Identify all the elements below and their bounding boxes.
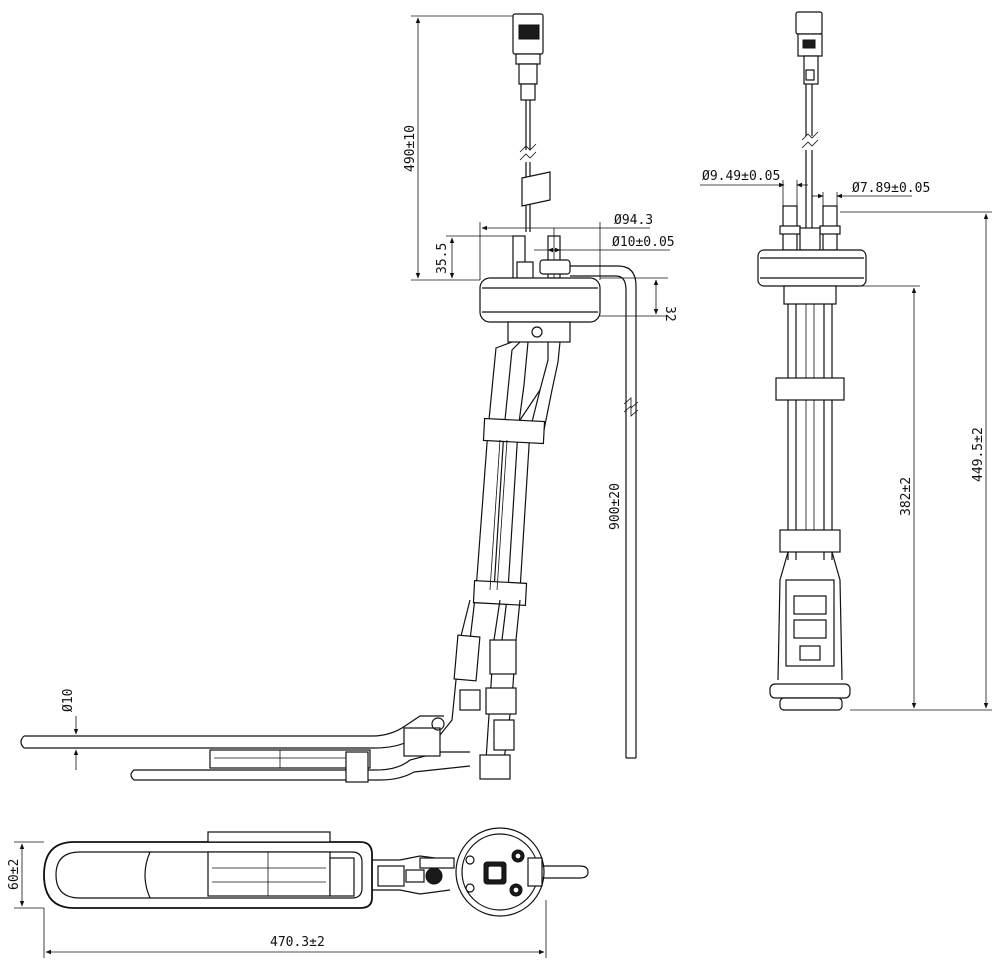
arm-mechanism-top — [372, 855, 455, 895]
dim-width-60: 60±2 — [7, 841, 44, 909]
wire-side — [801, 84, 819, 232]
dim-outlet-left: Ø9.49±0.05 — [700, 169, 808, 206]
outlet-pipes-side — [779, 205, 841, 251]
dim-flange-dia: Ø94.3 — [479, 213, 653, 280]
label-tube-length: 900±20 — [608, 483, 623, 530]
label-width-60: 60±2 — [7, 859, 22, 890]
label-tube-dia: Ø10±0.05 — [612, 235, 675, 250]
label-wire-length: 490±10 — [403, 125, 418, 172]
label-float-arm-dia: Ø10 — [61, 689, 76, 712]
dim-tube-offset: 32 — [600, 277, 677, 322]
flange-studs — [512, 228, 571, 284]
label-height-35: 35.5 — [435, 243, 450, 274]
flange-side — [757, 249, 867, 305]
module-body-side — [769, 304, 851, 711]
flange-front — [479, 277, 601, 343]
dim-outlet-right: Ø7.89±0.05 — [812, 181, 930, 206]
dim-height-35: 35.5 — [435, 235, 513, 279]
label-length-470: 470.3±2 — [270, 935, 325, 950]
dim-wire-length: 490±10 — [403, 15, 513, 281]
label-total-height: 449.5±2 — [971, 427, 986, 482]
connector-side — [795, 11, 823, 85]
label-outlet-right: Ø7.89±0.05 — [852, 181, 930, 196]
float-loop-top — [43, 831, 373, 909]
dim-tube-length: 900±20 — [608, 483, 623, 530]
dim-total-height: 449.5±2 — [840, 211, 992, 711]
return-tube — [570, 265, 639, 759]
float-arm — [20, 715, 471, 783]
label-tube-offset: 32 — [662, 306, 677, 322]
top-view: 60±2 470.3±2 — [7, 827, 589, 958]
flange-top — [455, 827, 545, 917]
wire-front — [519, 100, 551, 232]
dim-module-height: 382±2 — [840, 285, 920, 709]
label-module-height: 382±2 — [899, 477, 914, 516]
label-outlet-left: Ø9.49±0.05 — [702, 169, 780, 184]
dim-length-470: 470.3±2 — [43, 900, 547, 958]
dim-float-arm: Ø10 — [61, 689, 79, 770]
dim-tube-dia: Ø10±0.05 — [534, 235, 675, 253]
label-flange-dia: Ø94.3 — [614, 213, 653, 228]
module-body-front — [435, 341, 561, 780]
front-view: 490±10 35.5 Ø94.3 Ø10±0.05 32 — [20, 13, 677, 783]
connector-front — [512, 13, 544, 101]
side-view: Ø9.49±0.05 Ø7.89±0.05 449.5±2 382±2 — [700, 11, 992, 711]
tube-stub-top — [527, 857, 589, 887]
